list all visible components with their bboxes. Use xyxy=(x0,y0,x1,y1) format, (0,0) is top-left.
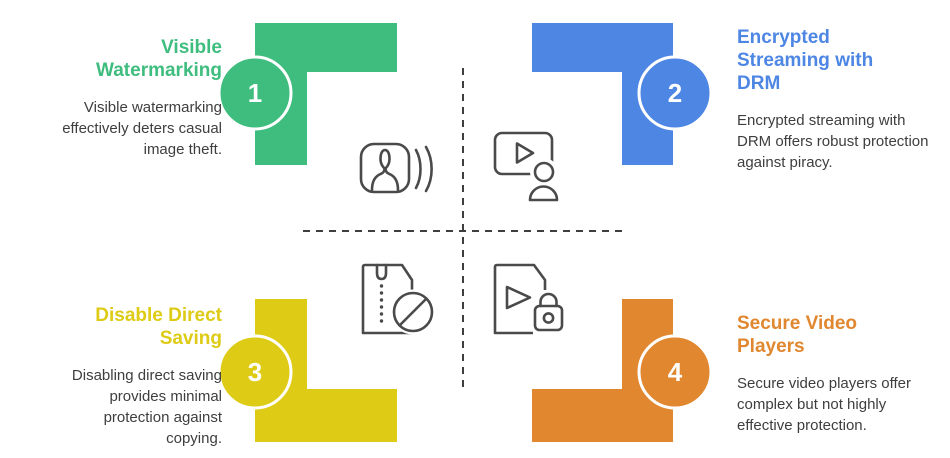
step3-description: Disabling direct saving provides minimal… xyxy=(71,367,222,447)
step1-text-block: Visible Watermarking Visible watermarkin… xyxy=(22,36,222,160)
step1-number-circle xyxy=(217,55,293,131)
step2-description: Encrypted streaming with DRM offers robu… xyxy=(737,112,929,171)
step4-title: Secure Video Players xyxy=(737,313,858,357)
step4-number: 4 xyxy=(667,357,683,387)
step1-description: Visible watermarking effectively deters … xyxy=(62,99,222,158)
step4-text-block: Secure Video Players Secure video player… xyxy=(737,312,929,436)
step3-text-block: Disable Direct Saving Disabling direct s… xyxy=(22,304,222,449)
step2-corner-shape xyxy=(532,23,673,165)
video-file-lock-icon xyxy=(493,263,569,336)
step4-corner-shape xyxy=(532,299,673,442)
step4-description: Secure video players offer complex but n… xyxy=(737,375,911,434)
step4-number-circle xyxy=(637,334,713,410)
step1-corner-shape xyxy=(255,23,397,165)
step3-number: 3 xyxy=(247,357,263,387)
step2-number-circle xyxy=(637,55,713,131)
step1-number: 1 xyxy=(247,78,263,108)
step2-title: Encrypted Streaming with DRM xyxy=(737,27,874,94)
step2-text-block: Encrypted Streaming with DRM Encrypted s… xyxy=(737,26,929,173)
step3-title: Disable Direct Saving xyxy=(95,305,222,349)
step3-number-circle xyxy=(217,334,293,410)
step1-title: Visible Watermarking xyxy=(96,37,222,81)
photo-watermark-icon xyxy=(359,142,433,194)
step3-corner-shape xyxy=(255,299,397,442)
video-streaming-person-icon xyxy=(493,131,563,205)
step2-number: 2 xyxy=(667,78,683,108)
zip-file-blocked-icon xyxy=(361,263,436,335)
